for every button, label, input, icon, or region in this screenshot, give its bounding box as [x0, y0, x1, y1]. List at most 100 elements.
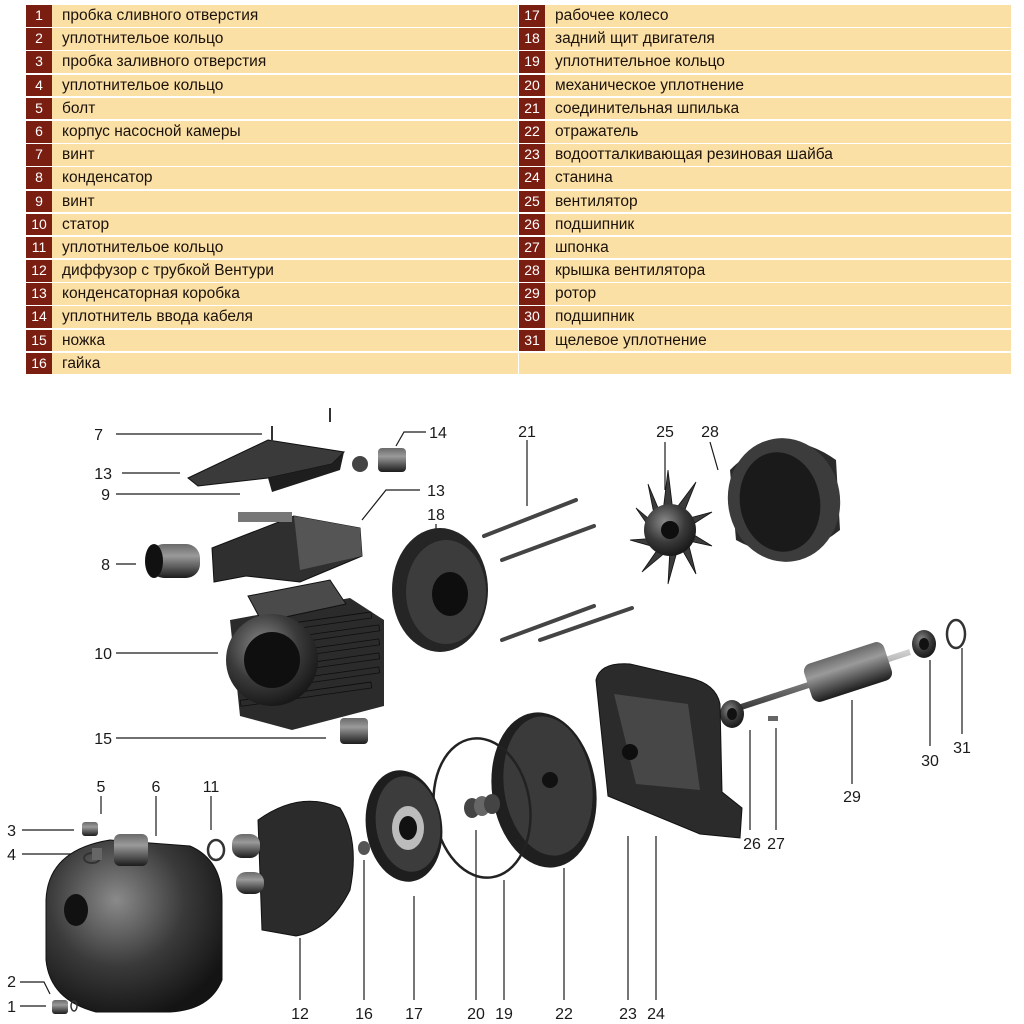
legend-label: отражатель: [555, 122, 639, 140]
legend-number: 24: [519, 167, 545, 189]
legend-row: 2 уплотнительое кольцо: [26, 28, 518, 50]
callout-number: 8: [101, 557, 110, 574]
callout-number: 17: [405, 1006, 423, 1023]
callout-number: 29: [843, 789, 861, 806]
legend-label: уплотнительое кольцо: [62, 30, 224, 48]
legend-label: соединительная шпилька: [555, 99, 740, 117]
legend-number: 23: [519, 144, 545, 166]
impeller: [365, 770, 443, 882]
legend-number: 19: [519, 51, 545, 73]
legend-number: 21: [519, 97, 545, 120]
legend-label: подшипник: [555, 215, 635, 233]
legend-number: 20: [519, 74, 545, 97]
legend-row: 20 механическое уплотнение: [519, 74, 1011, 97]
callout-number: 19: [495, 1006, 513, 1023]
diffuser: [232, 800, 354, 937]
legend-label: крышка вентилятора: [555, 262, 706, 280]
exploded-pump-diagram: 7 13 9 8 10 15 13 14 18 21 25 28 3 4 5 6…: [7, 408, 971, 1023]
legend-label: уплотнительное кольцо: [555, 53, 725, 71]
legend-label: механическое уплотнение: [555, 76, 745, 94]
legend-number: 9: [26, 190, 52, 213]
callout-number: 11: [203, 779, 220, 796]
legend-number: 14: [26, 306, 52, 329]
legend-number: 30: [519, 306, 545, 329]
legend-number: 22: [519, 120, 545, 143]
legend-label: пробка сливного отверстия: [62, 7, 259, 24]
callout-number: 30: [921, 753, 939, 770]
callout-number: 23: [619, 1006, 637, 1023]
legend-number: 12: [26, 260, 52, 282]
callout-number: 7: [94, 427, 103, 444]
tie-rods: [482, 498, 634, 642]
legend-label: вентилятор: [555, 192, 638, 210]
deflector: [491, 712, 597, 868]
legend-label: конденсатор: [62, 169, 153, 187]
callout-number: 16: [355, 1006, 373, 1023]
callout-number: 15: [94, 731, 112, 748]
legend-label: щелевое уплотнение: [555, 331, 707, 349]
callout-number: 3: [7, 823, 16, 840]
filler-plug: [82, 822, 98, 836]
o-ring-11: [206, 838, 226, 862]
callout-number: 27: [767, 836, 785, 853]
legend-label: рабочее колесо: [555, 7, 669, 24]
legend-label: гайка: [62, 354, 101, 372]
legend-label: конденсаторная коробка: [62, 285, 240, 303]
legend-row: 24 станина: [519, 167, 1011, 189]
leader-lines: [20, 431, 963, 1007]
legend-label: уплотнительое кольцо: [62, 238, 224, 256]
callout-number: 21: [518, 424, 536, 441]
legend-number: 2: [26, 28, 52, 50]
callout-number: 24: [647, 1006, 665, 1023]
callout-number: 12: [291, 1006, 309, 1023]
legend-number: 28: [519, 260, 545, 282]
legend-label: задний щит двигателя: [555, 30, 715, 48]
callout-number: 18: [427, 507, 445, 524]
legend-label: ротор: [555, 285, 597, 303]
callout-number: 28: [701, 424, 719, 441]
legend-number: 15: [26, 329, 52, 352]
drain-plug: [52, 1000, 68, 1014]
nut: [358, 841, 370, 855]
callout-number: 20: [467, 1006, 485, 1023]
bearing-26: [720, 700, 744, 728]
legend-number: 4: [26, 74, 52, 97]
legend-number: 11: [26, 236, 52, 259]
fan-cover: [727, 438, 841, 562]
legend-row-empty: [519, 352, 1011, 375]
legend-number: 7: [26, 144, 52, 166]
callout-number: 9: [101, 487, 110, 504]
legend-label: станина: [555, 169, 613, 187]
cable-gland: [352, 448, 406, 472]
legend-label: диффузор с трубкой Вентури: [62, 262, 274, 280]
callout-number: 1: [7, 999, 16, 1016]
legend-row: 11 уплотнительое кольцо: [26, 236, 518, 259]
legend-label: статор: [62, 215, 110, 233]
legend-row: 28 крышка вентилятора: [519, 260, 1011, 282]
callout-number: 26: [743, 836, 761, 853]
callout-number: 2: [7, 974, 16, 991]
legend-row: 12 диффузор с трубкой Вентури: [26, 260, 518, 282]
callout-number: 10: [94, 646, 112, 663]
legend-label: шпонка: [555, 238, 609, 256]
motor-rear-shield: [392, 528, 488, 652]
legend-label: пробка заливного отверстия: [62, 53, 267, 71]
